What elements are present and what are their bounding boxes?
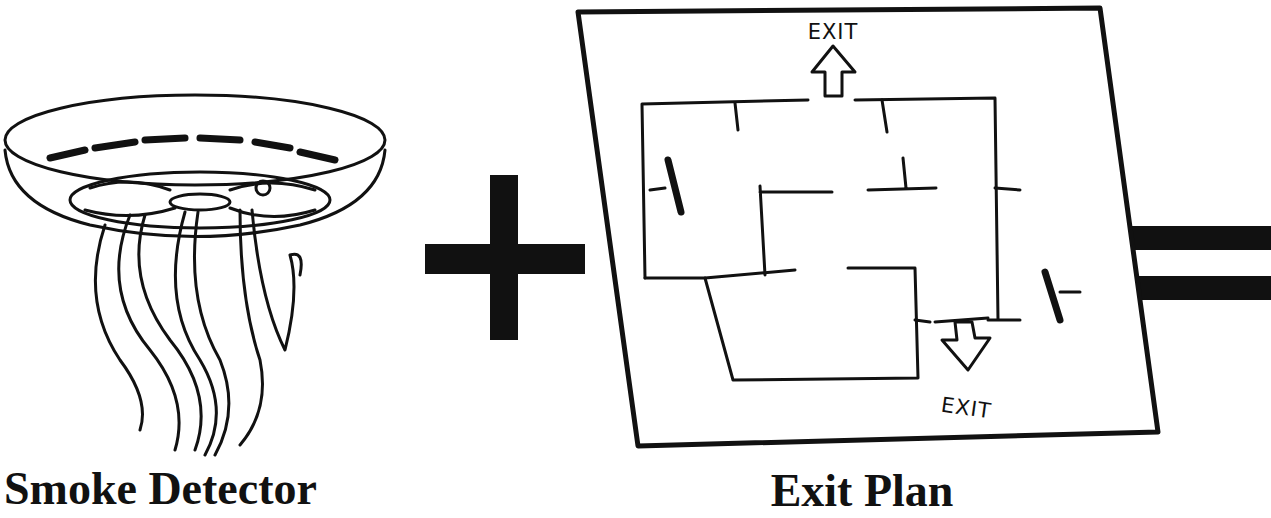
caption: Exit Plan <box>771 468 954 514</box>
equals-sign <box>1125 226 1271 300</box>
exit-label: EXIT <box>808 22 859 43</box>
plus-sign <box>425 175 585 340</box>
smoke-detector <box>5 95 385 455</box>
caption: Smoke Detector <box>4 466 317 512</box>
exit-plan-sheet <box>578 8 1158 446</box>
floor-plan <box>642 46 1080 380</box>
